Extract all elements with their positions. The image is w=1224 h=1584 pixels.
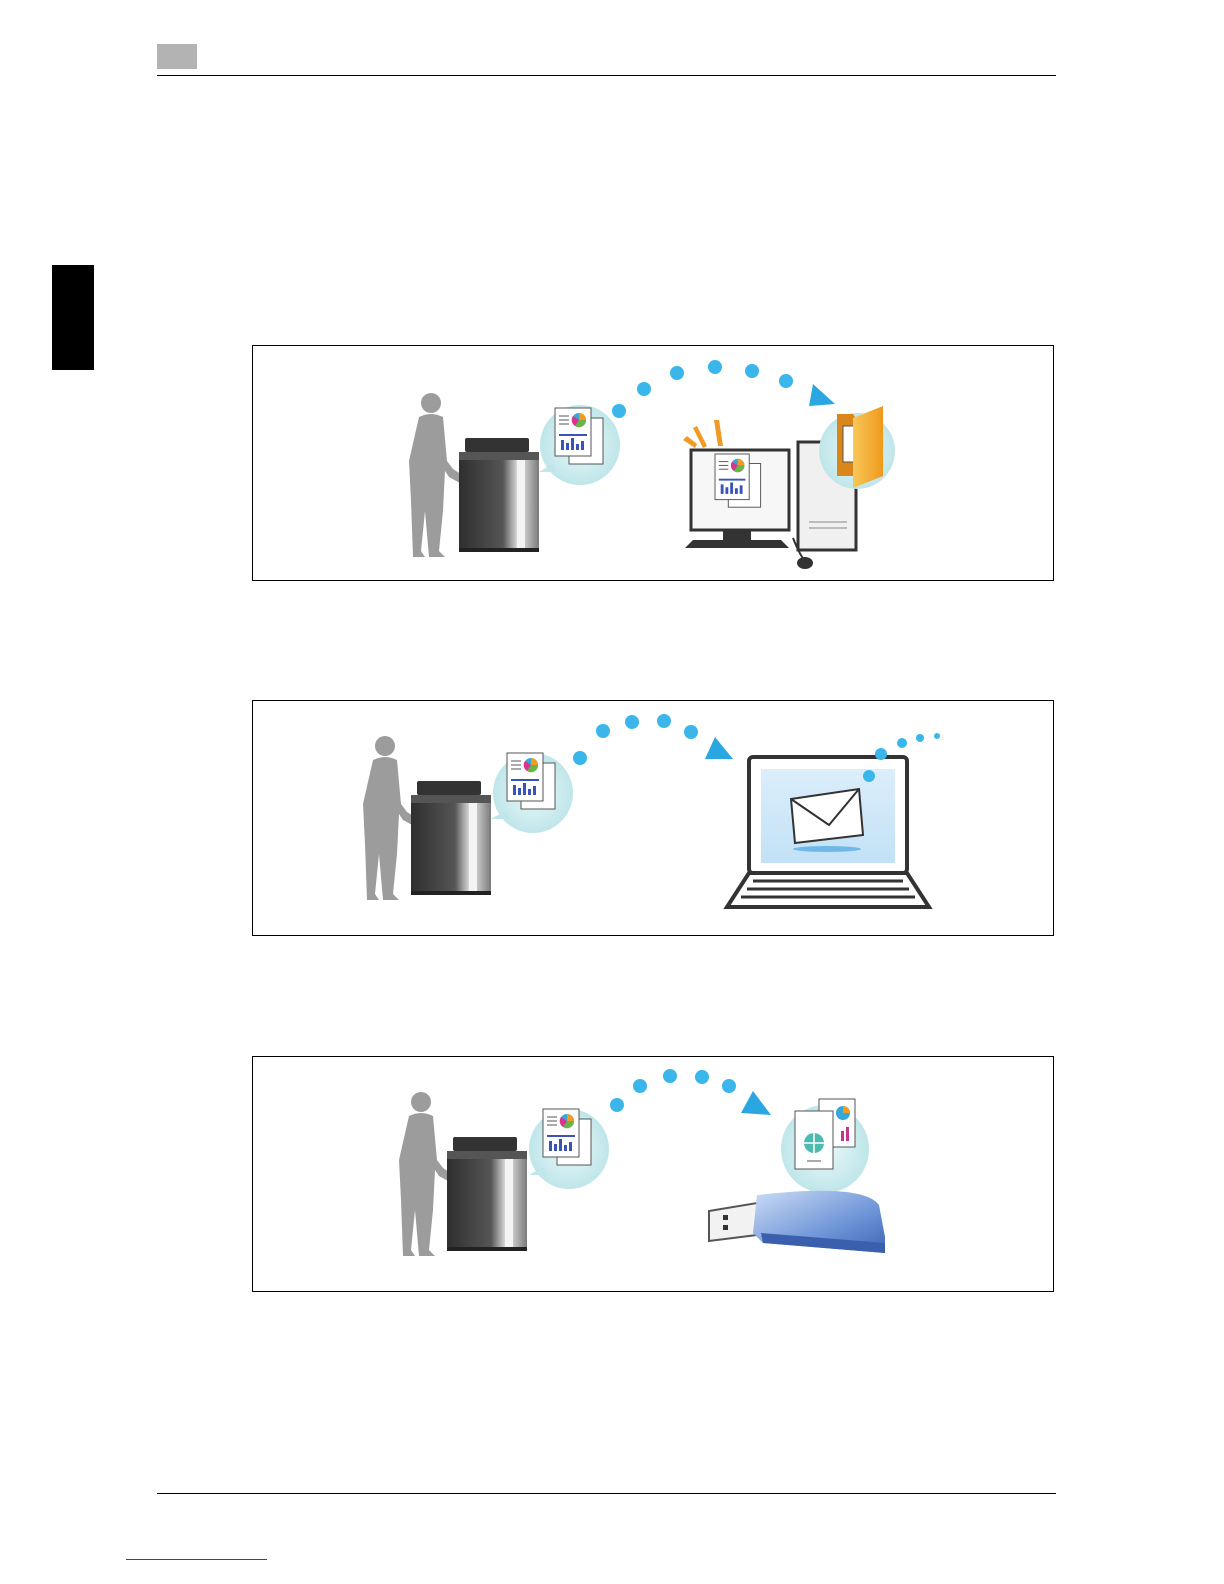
chapter-number-tab (157, 44, 197, 69)
transfer-dots (610, 1069, 736, 1112)
illustration-scan-to-usb (252, 1056, 1054, 1292)
transfer-dots (612, 360, 793, 418)
mfp-device (411, 781, 491, 895)
transfer-arrow (741, 1091, 771, 1115)
document-bubble (539, 405, 620, 485)
header-rule (157, 75, 1056, 76)
transfer-arrow (809, 384, 835, 406)
footer-link-underline[interactable] (126, 1559, 267, 1560)
document-bubble (529, 1109, 609, 1189)
notification-burst-icon (683, 420, 723, 448)
transfer-dots (573, 714, 698, 765)
document-bubble (491, 753, 573, 833)
mfp-device (447, 1137, 527, 1251)
chapter-side-tab (52, 265, 94, 370)
folder-bubble (819, 406, 895, 489)
footer-rule (157, 1493, 1056, 1494)
mfp-device (459, 438, 539, 552)
illustration-scan-to-folder (252, 345, 1054, 581)
illustration-scan-to-email (252, 700, 1054, 936)
usb-memory-icon (709, 1191, 885, 1253)
transfer-arrow (705, 737, 733, 759)
